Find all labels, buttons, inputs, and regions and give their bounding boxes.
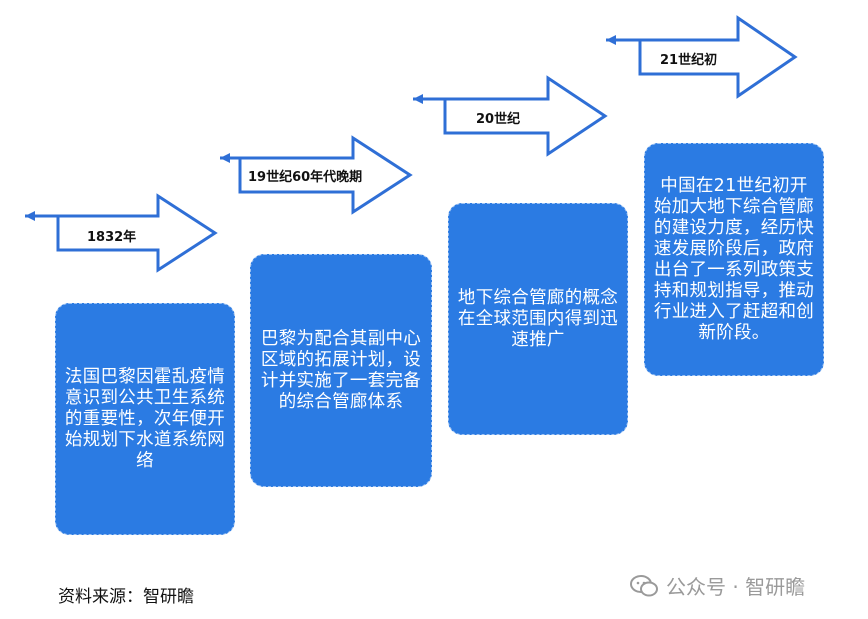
step-text-21st: 中国在21世纪初开始加大地下综合管廊的建设力度，经历快速发展阶段后，政府出台了一… <box>653 175 815 343</box>
step-box-21st: 中国在21世纪初开始加大地下综合管廊的建设力度，经历快速发展阶段后，政府出台了一… <box>644 143 824 376</box>
period-label-1860s: 19世纪60年代晚期 <box>248 170 363 185</box>
wechat-icon <box>630 574 658 596</box>
step-box-20th: 地下综合管廊的概念在全球范围内得到迅速推广 <box>448 203 628 435</box>
period-label-20th: 20世纪 <box>476 112 521 127</box>
step-box-1832: 法国巴黎因霍乱疫情意识到公共卫生系统的重要性，次年便开始规划下水道系统网络 <box>55 303 235 535</box>
arrow-21st <box>606 15 798 99</box>
step-text-1860s: 巴黎为配合其副中心区域的拓展计划，设计并实施了一套完备的综合管廊体系 <box>260 328 422 412</box>
step-text-1832: 法国巴黎因霍乱疫情意识到公共卫生系统的重要性，次年便开始规划下水道系统网络 <box>64 366 226 471</box>
period-label-21st: 21世纪初 <box>660 53 718 68</box>
arrow-1860s <box>220 135 413 215</box>
watermark-text: 公众号 · 智研瞻 <box>666 575 806 599</box>
step-box-1860s: 巴黎为配合其副中心区域的拓展计划，设计并实施了一套完备的综合管廊体系 <box>250 254 432 487</box>
watermark: 公众号 · 智研瞻 <box>630 571 805 600</box>
source-note: 资料来源：智研瞻 <box>58 587 194 607</box>
arrow-20th <box>413 75 608 157</box>
arrow-1832 <box>25 193 218 273</box>
step-text-20th: 地下综合管廊的概念在全球范围内得到迅速推广 <box>457 287 619 350</box>
period-label-1832: 1832年 <box>87 230 137 245</box>
